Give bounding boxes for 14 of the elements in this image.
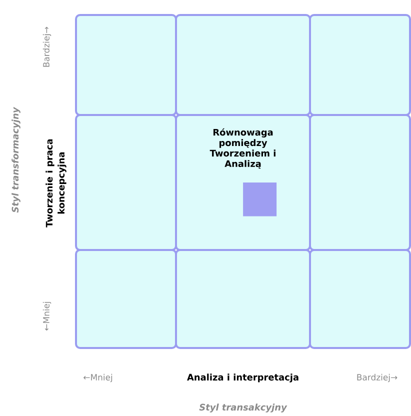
grid-cell bbox=[75, 14, 177, 116]
grid-cell bbox=[309, 249, 411, 349]
axis-end-label: ←Mniej bbox=[84, 374, 112, 382]
grid-cell bbox=[75, 249, 177, 349]
grid-cell bbox=[309, 14, 411, 116]
grid-cell bbox=[75, 114, 177, 251]
quadrant-cell: Równowaga pomiędzy Tworzeniem i Analizą bbox=[175, 114, 311, 251]
axis-label: Analiza i interpretacja bbox=[187, 374, 298, 382]
grid-cell bbox=[175, 14, 311, 116]
grid-cell bbox=[309, 114, 411, 251]
marker-square bbox=[243, 182, 277, 216]
axis-title: Styl transakcyjny bbox=[199, 404, 288, 412]
axis-title: Styl transformacyjny bbox=[12, 106, 20, 213]
grid-cell bbox=[175, 249, 311, 349]
